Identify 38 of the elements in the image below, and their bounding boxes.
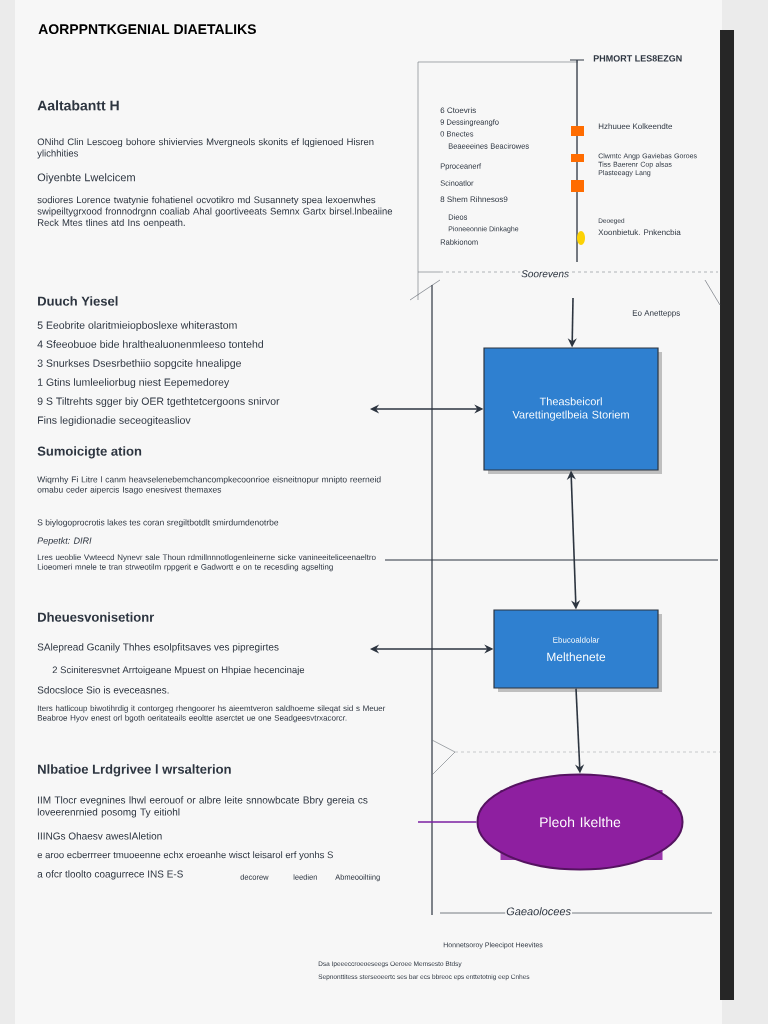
list-item: Fins legidionadie seceogiteasliov (38, 416, 191, 426)
process-box: Ebucoaldolar Melthenete (493, 609, 662, 692)
list-item: IIINGs Ohaesv awesIAletion (38, 832, 162, 840)
paragraph: Lres ueoblie Vwteecd Nynevr sale Thoun rdmillnnnotlogenleinerne sicke vanineeiteliceenaeltro Lioeomeri mnele te tran strweotilm rppgerit e Gadwortt e on te recesding agselting (37, 554, 376, 572)
section-heading: Nlbatioe Lrdgrivee l wrsalterion (38, 764, 231, 777)
timeline-heading: PHMORT LES8EZGN (593, 55, 682, 62)
paragraph: Iters hatlicoup biwotihrdig it contorgeg rhengoorer hs aieemtveron saldhoeme sileqat sid s Meuer Beabroe Hyov enest orl bgoth oeritateails eeoltte aserctet ue one Seadgeesvtrxacorcr. (37, 705, 386, 723)
list-item: 1 Gtins lumleeliorbug niest Eepemedorey (38, 378, 230, 388)
timeline-label: 6 Ctoevris (440, 107, 476, 114)
paragraph: Wiqrnhy Fi Litre l canm heavselenebemchancompkecoonrioe eisneitnopur mnipto reerneid omabu ceder aipercis Isago enesivest themaxes (37, 476, 381, 495)
list-item: 4 Sfeeobuoe bide hralthealuonenmleeso tontehd (37, 340, 263, 348)
list-item: e aroo ecberrreer tmuoeenne echx eroeanhe wisct leisarol erf yonhs S (37, 851, 333, 861)
paragraph: sodiores Lorence twatynie fohatienel ocvotikro md Susannety spea lexoenwhes swipeiltygrxood fronnodrgnn coaliab Ahal goortiveeats Semnx Gartx birsel.lnbeaiine Reck Mtes tlines atd Ins oenpeath. (37, 196, 393, 228)
section-heading: Duuch Yiesel (38, 296, 118, 306)
paragraph: IIM Tlocr evegnines lhwl eerouof or albre leite snnowbcate Bbry gereia cs loveerenrnied posomg Ty eitiohl (37, 796, 368, 818)
paragraph: S biylogoprocrotis lakes tes coran sregiltbotdlt smirdumdenotrbe (37, 519, 279, 528)
section-heading: Sumoicigte ation (37, 446, 142, 459)
process-box: Theasbeicorl Varettingetlbeia Storiem (483, 347, 662, 474)
timeline-label: Hzhuuee Kolkeendte (598, 123, 673, 130)
paragraph: ONihd Clin Lescoeg bohore shiviervies Mvergneols skonits ef lqgienoed Hisren ylichhities (37, 138, 374, 159)
timeline-label: Xoonbietuk. Pnkencbia (598, 229, 681, 236)
list-item: 2 Sciniteresvnet Arrtoigeane Mpuest on Hhpiae hecencinaje (52, 666, 305, 676)
section-heading: Dheuesvonisetionr (38, 612, 155, 622)
timeline-label: 8 Shem Rihnesos9 (440, 196, 508, 203)
list-item: Sdocsloce Sio is eveceasnes. (37, 686, 169, 694)
list-item: 3 Snurkses Dsesrbethiio sopgcite hnealipge (37, 359, 241, 369)
ellipse-node: Pleoh Ikelthe (476, 773, 684, 871)
section-heading: Aaltabantt H (37, 100, 119, 111)
title: AORPPNTKGENIAL DIAETALIKS (38, 24, 256, 35)
list-item: 9 S Tiltrehts sgger biy OER tgethtetcergoons snirvor (37, 397, 280, 407)
note-text: Eo Anettepps (632, 310, 680, 318)
line-label: Soorevens (520, 269, 570, 279)
list-item: a ofcr tloolto coagurrece INS E-S (37, 870, 183, 880)
line-label: Gaeaolocees (505, 906, 573, 917)
note-text: Pepetkt: DIRI (37, 537, 92, 546)
subheading: Oiyenbte Lwelcicem (37, 173, 135, 184)
list-item: 5 Eeobrite olaritmieiopboslexe whiterastom (37, 321, 237, 331)
list-item: SAlepread Gcanily Thhes esolpfitsaves ves pipregirtes (37, 643, 279, 653)
